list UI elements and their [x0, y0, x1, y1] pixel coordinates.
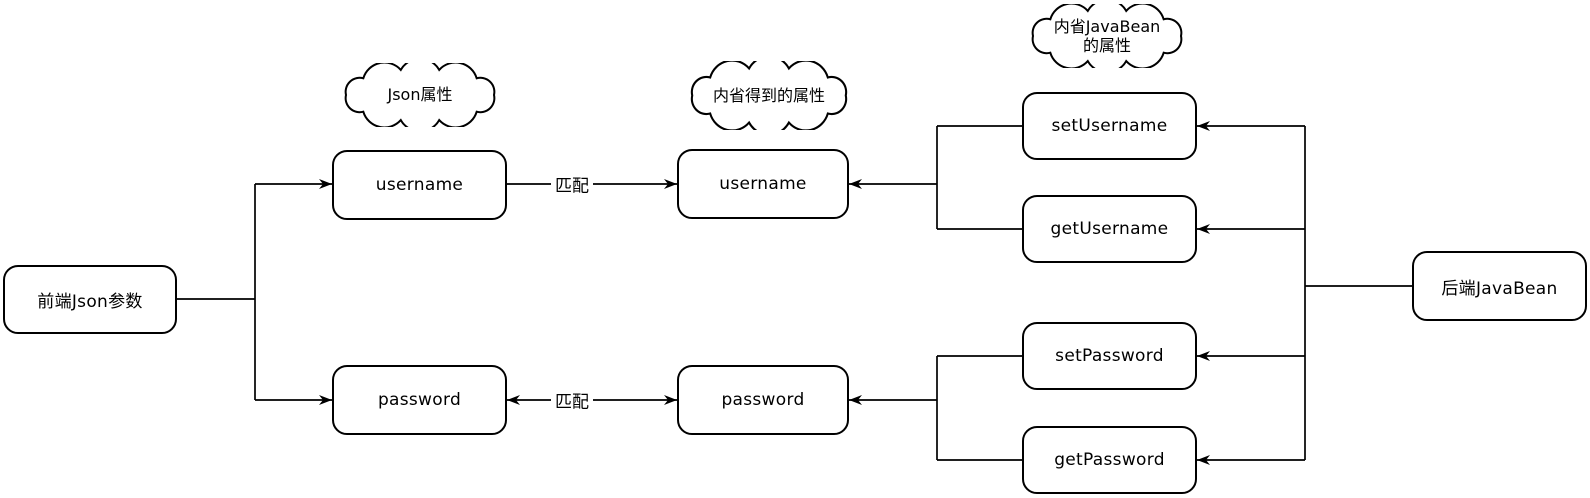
cloud-shape: [344, 63, 496, 127]
cloud-json-attrs-text: Json属性: [387, 85, 453, 105]
cloud-javabean-attrs-text-line2: 的属性: [1082, 36, 1131, 55]
node-introspected-username: username: [677, 149, 849, 219]
node-set-username: setUsername: [1022, 92, 1197, 160]
cloud-json-attrs: Json属性: [340, 63, 500, 127]
edge-label-match-top: 匹配: [551, 171, 593, 197]
node-get-password: getPassword: [1022, 426, 1197, 494]
cloud-introspected-attrs: 内省得到的属性: [686, 61, 852, 130]
node-json-username: username: [332, 150, 507, 220]
node-introspected-password: password: [677, 365, 849, 435]
node-json-password: password: [332, 365, 507, 435]
cloud-json-attrs-label: Json属性: [340, 63, 500, 127]
node-frontend-json-params: 前端Json参数: [3, 265, 177, 334]
node-backend-javabean: 后端JavaBean: [1412, 251, 1587, 321]
cloud-shape: [690, 61, 848, 130]
cloud-introspected-attrs-text: 内省得到的属性: [712, 85, 825, 105]
node-set-password: setPassword: [1022, 322, 1197, 390]
cloud-javabean-attrs-text-line1: 内省JavaBean: [1053, 16, 1161, 36]
cloud-shape: [1031, 4, 1183, 68]
cloud-introspected-attrs-label: 内省得到的属性: [686, 61, 852, 130]
edge-label-match-bottom: 匹配: [551, 387, 593, 413]
cloud-javabean-attrs: 内省JavaBean 的属性: [1027, 4, 1187, 68]
cloud-javabean-attrs-label: 内省JavaBean 的属性: [1027, 4, 1187, 68]
node-get-username: getUsername: [1022, 195, 1197, 263]
